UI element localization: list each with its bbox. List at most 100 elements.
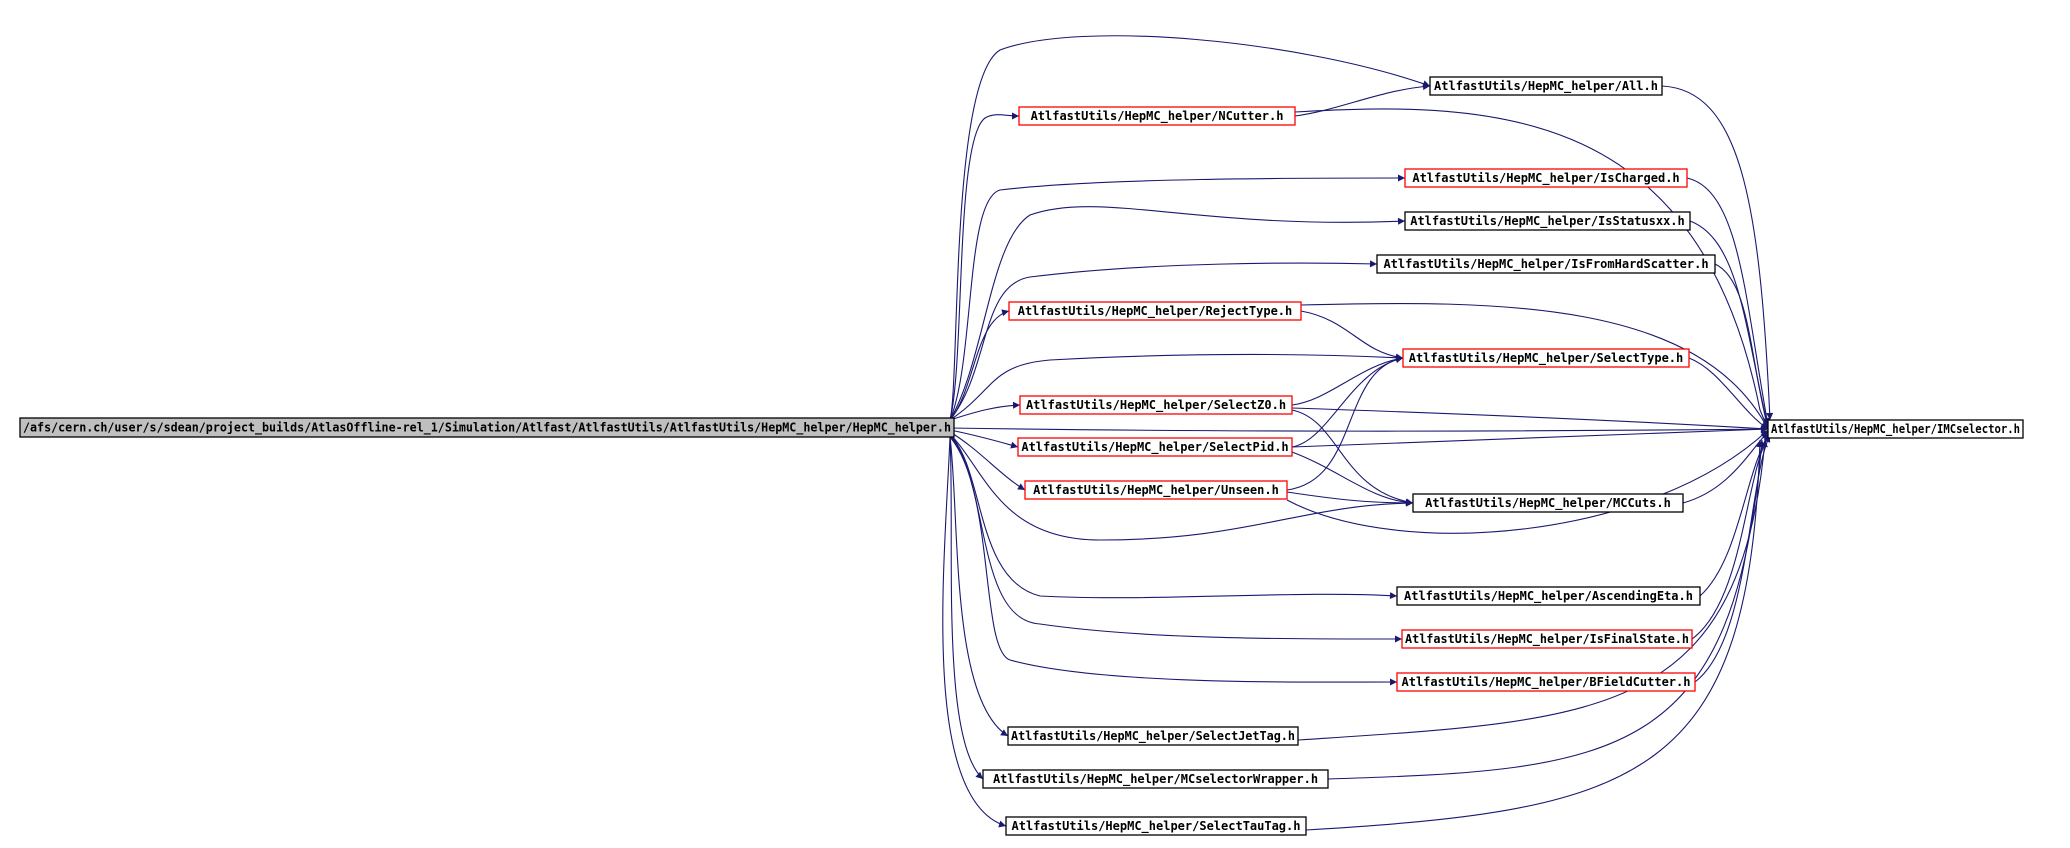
edge-root-to-ncutter	[949, 112, 1020, 421]
node-ascendingeta: AtlfastUtils/HepMC_helper/AscendingEta.h	[1396, 586, 1701, 606]
edge-root-to-mcselectorwrapper	[949, 436, 984, 780]
node-label-ascendingeta: AtlfastUtils/HepMC_helper/AscendingEta.h	[1404, 589, 1693, 604]
node-label-ncutter: AtlfastUtils/HepMC_helper/NCutter.h	[1031, 109, 1284, 124]
node-box-selectpid	[1017, 437, 1293, 457]
node-box-root	[19, 417, 955, 438]
node-box-imcselector	[1767, 419, 2024, 439]
edge-root-to-ischarged	[949, 174, 1406, 421]
nodes-layer: /afs/cern.ch/user/s/sdean/project_builds…	[19, 76, 2024, 836]
node-label-root: /afs/cern.ch/user/s/sdean/project_builds…	[23, 421, 951, 436]
node-box-selecttautag	[1005, 816, 1307, 836]
edge-unseen-to-imcselector	[1286, 429, 1769, 534]
node-label-selecttautag: AtlfastUtils/HepMC_helper/SelectTauTag.h	[1012, 819, 1301, 834]
node-box-unseen	[1024, 480, 1288, 500]
node-imcselector: AtlfastUtils/HepMC_helper/IMCselector.h	[1767, 419, 2024, 439]
node-box-rejecttype	[1008, 301, 1302, 321]
node-selecttype[interactable]: AtlfastUtils/HepMC_helper/SelectType.h	[1402, 348, 1690, 368]
node-label-selectpid: AtlfastUtils/HepMC_helper/SelectPid.h	[1021, 440, 1288, 455]
node-rejecttype[interactable]: AtlfastUtils/HepMC_helper/RejectType.h	[1008, 301, 1302, 321]
node-label-unseen: AtlfastUtils/HepMC_helper/Unseen.h	[1033, 483, 1279, 498]
edges-layer	[942, 35, 1774, 831]
edge-selectz0-to-selecttype	[1291, 355, 1404, 406]
edge-selectpid-to-imcselector	[1291, 425, 1769, 448]
edge-root-to-isfinalstate	[949, 435, 1403, 643]
node-selectjettag: AtlfastUtils/HepMC_helper/SelectJetTag.h	[1007, 726, 1299, 746]
node-box-selectz0	[1019, 395, 1293, 415]
edge-selecttype-to-imcselector	[1688, 357, 1769, 430]
edge-selectpid-to-mccuts	[1291, 451, 1414, 506]
node-box-selecttype	[1402, 348, 1690, 368]
edge-root-to-bfieldcutter	[949, 436, 1398, 686]
edge-isfinalstate-to-imcselector	[1691, 433, 1771, 640]
node-box-isfromhard	[1376, 254, 1716, 274]
node-box-mccuts	[1412, 493, 1684, 513]
node-isfinalstate[interactable]: AtlfastUtils/HepMC_helper/IsFinalState.h	[1401, 629, 1693, 649]
node-unseen[interactable]: AtlfastUtils/HepMC_helper/Unseen.h	[1024, 480, 1288, 500]
edge-ncutter-to-imcselector	[1294, 108, 1769, 430]
edge-rejecttype-to-imcselector	[1300, 302, 1769, 430]
edge-root-to-ascendingeta	[949, 434, 1398, 600]
node-selectz0[interactable]: AtlfastUtils/HepMC_helper/SelectZ0.h	[1019, 395, 1293, 415]
edge-root-to-selecttautag	[942, 436, 1007, 828]
edge-root-to-imcselector	[949, 425, 1769, 433]
edge-root-to-selectjettag	[949, 436, 1009, 737]
node-label-isstatusxx: AtlfastUtils/HepMC_helper/IsStatusxx.h	[1410, 214, 1685, 229]
edge-root-to-all	[949, 35, 1431, 421]
edge-ncutter-to-all	[1294, 83, 1431, 117]
edge-root-to-unseen	[949, 431, 1026, 491]
edge-root-to-isfromhard	[949, 260, 1378, 421]
edge-rejecttype-to-selecttype	[1300, 310, 1404, 361]
edge-root-to-isstatusxx	[949, 206, 1406, 421]
node-bfieldcutter[interactable]: AtlfastUtils/HepMC_helper/BFieldCutter.h	[1396, 672, 1696, 692]
edge-ischarged-to-imcselector	[1686, 177, 1771, 426]
node-box-isstatusxx	[1404, 211, 1691, 231]
edge-selectpid-to-selecttype	[1291, 356, 1404, 448]
node-label-bfieldcutter: AtlfastUtils/HepMC_helper/BFieldCutter.h	[1402, 675, 1691, 690]
edge-root-to-selectpid	[949, 429, 1019, 449]
node-all: AtlfastUtils/HepMC_helper/All.h	[1429, 76, 1663, 96]
node-label-selectjettag: AtlfastUtils/HepMC_helper/SelectJetTag.h	[1011, 729, 1295, 744]
edge-selecttautag-to-imcselector	[1305, 439, 1764, 831]
node-box-ncutter	[1018, 106, 1296, 126]
node-box-all	[1429, 76, 1663, 96]
node-label-ischarged: AtlfastUtils/HepMC_helper/IsCharged.h	[1412, 171, 1679, 186]
node-label-all: AtlfastUtils/HepMC_helper/All.h	[1434, 79, 1658, 94]
node-label-selectz0: AtlfastUtils/HepMC_helper/SelectZ0.h	[1026, 398, 1286, 413]
edge-mccuts-to-imcselector	[1682, 431, 1769, 504]
node-label-isfinalstate: AtlfastUtils/HepMC_helper/IsFinalState.h	[1405, 632, 1689, 647]
edge-unseen-to-mccuts	[1286, 491, 1414, 507]
node-ischarged[interactable]: AtlfastUtils/HepMC_helper/IsCharged.h	[1404, 168, 1688, 188]
edge-selectz0-to-mccuts	[1291, 409, 1414, 506]
node-label-selecttype: AtlfastUtils/HepMC_helper/SelectType.h	[1409, 351, 1684, 366]
edge-mcselectorwrapper-to-imcselector	[1327, 439, 1765, 780]
node-box-bfieldcutter	[1396, 672, 1696, 692]
node-mccuts: AtlfastUtils/HepMC_helper/MCCuts.h	[1412, 493, 1684, 513]
edge-isfromhard-to-imcselector	[1714, 263, 1770, 429]
edge-all-to-imcselector	[1661, 85, 1774, 421]
edge-root-to-mccuts	[949, 433, 1414, 541]
node-box-selectjettag	[1007, 726, 1299, 746]
node-label-mcselectorwrapper: AtlfastUtils/HepMC_helper/MCselectorWrap…	[993, 772, 1318, 787]
edge-root-to-selecttype	[949, 353, 1404, 421]
node-isfromhard: AtlfastUtils/HepMC_helper/IsFromHardScat…	[1376, 254, 1716, 274]
edge-root-to-selectz0	[949, 401, 1021, 421]
edge-ascendingeta-to-imcselector	[1699, 432, 1771, 597]
node-box-ascendingeta	[1396, 586, 1701, 606]
node-selectpid[interactable]: AtlfastUtils/HepMC_helper/SelectPid.h	[1017, 437, 1293, 457]
node-ncutter[interactable]: AtlfastUtils/HepMC_helper/NCutter.h	[1018, 106, 1296, 126]
edge-unseen-to-selecttype	[1286, 355, 1404, 491]
edge-selectz0-to-imcselector	[1291, 407, 1769, 433]
node-selecttautag: AtlfastUtils/HepMC_helper/SelectTauTag.h	[1005, 816, 1307, 836]
node-box-ischarged	[1404, 168, 1688, 188]
node-label-rejecttype: AtlfastUtils/HepMC_helper/RejectType.h	[1018, 304, 1293, 319]
node-label-mccuts: AtlfastUtils/HepMC_helper/MCCuts.h	[1425, 496, 1671, 511]
node-isstatusxx: AtlfastUtils/HepMC_helper/IsStatusxx.h	[1404, 211, 1691, 231]
node-label-imcselector: AtlfastUtils/HepMC_helper/IMCselector.h	[1771, 422, 2020, 437]
node-root: /afs/cern.ch/user/s/sdean/project_builds…	[19, 417, 955, 438]
edge-root-to-rejecttype	[949, 309, 1010, 421]
node-box-isfinalstate	[1401, 629, 1693, 649]
node-box-mcselectorwrapper	[982, 769, 1329, 789]
node-mcselectorwrapper: AtlfastUtils/HepMC_helper/MCselectorWrap…	[982, 769, 1329, 789]
node-label-isfromhard: AtlfastUtils/HepMC_helper/IsFromHardScat…	[1383, 257, 1708, 272]
